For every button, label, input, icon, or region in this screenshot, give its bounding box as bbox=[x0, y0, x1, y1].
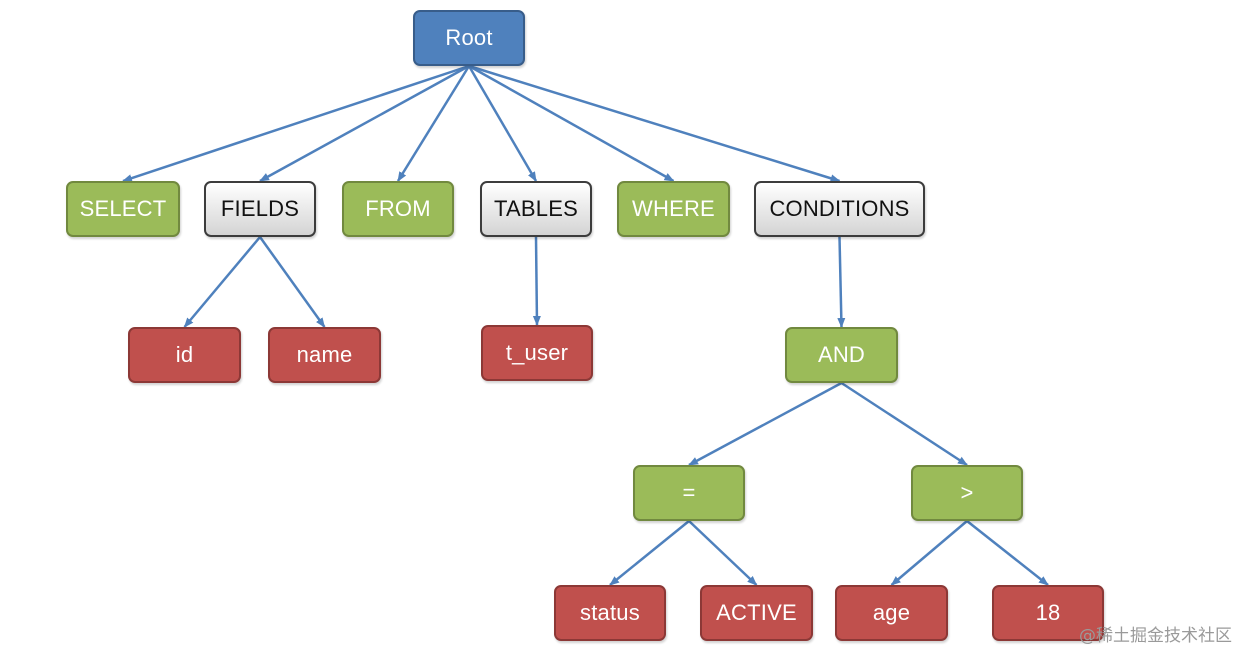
node-greater-than: > bbox=[911, 465, 1023, 521]
node-name: name bbox=[268, 327, 381, 383]
edge-conditions-to-and bbox=[837, 236, 846, 328]
edge-gt-to-age bbox=[890, 520, 968, 586]
edge-fields-to-name bbox=[258, 236, 326, 328]
edge-gt-to-n18 bbox=[966, 520, 1049, 586]
edge-and-to-eq bbox=[688, 381, 843, 467]
edge-root-to-select bbox=[122, 64, 470, 183]
edge-and-to-gt bbox=[840, 381, 968, 467]
edge-root-to-where bbox=[468, 64, 675, 183]
edge-root-to-conditions bbox=[468, 64, 841, 183]
node-root: Root bbox=[413, 10, 525, 66]
edge-fields-to-id bbox=[183, 236, 261, 328]
node-conditions: CONDITIONS bbox=[754, 181, 925, 237]
edge-eq-to-status bbox=[609, 520, 690, 586]
node-select: SELECT bbox=[66, 181, 180, 237]
edge-root-to-from bbox=[396, 65, 471, 182]
node-where: WHERE bbox=[617, 181, 730, 237]
node-and: AND bbox=[785, 327, 898, 383]
node-t-user: t_user bbox=[481, 325, 593, 381]
node-tables: TABLES bbox=[480, 181, 592, 237]
node-from: FROM bbox=[342, 181, 454, 237]
node-status: status bbox=[554, 585, 666, 641]
node-id: id bbox=[128, 327, 241, 383]
edge-eq-to-active bbox=[688, 520, 758, 586]
node-18: 18 bbox=[992, 585, 1104, 641]
watermark-text: @稀土掘金技术社区 bbox=[1079, 626, 1232, 646]
edge-root-to-fields bbox=[259, 64, 470, 183]
node-active: ACTIVE bbox=[700, 585, 813, 641]
edge-tables-to-t_user bbox=[532, 236, 541, 326]
node-age: age bbox=[835, 585, 948, 641]
node-equals: = bbox=[633, 465, 745, 521]
edge-root-to-tables bbox=[467, 65, 538, 182]
node-fields: FIELDS bbox=[204, 181, 316, 237]
